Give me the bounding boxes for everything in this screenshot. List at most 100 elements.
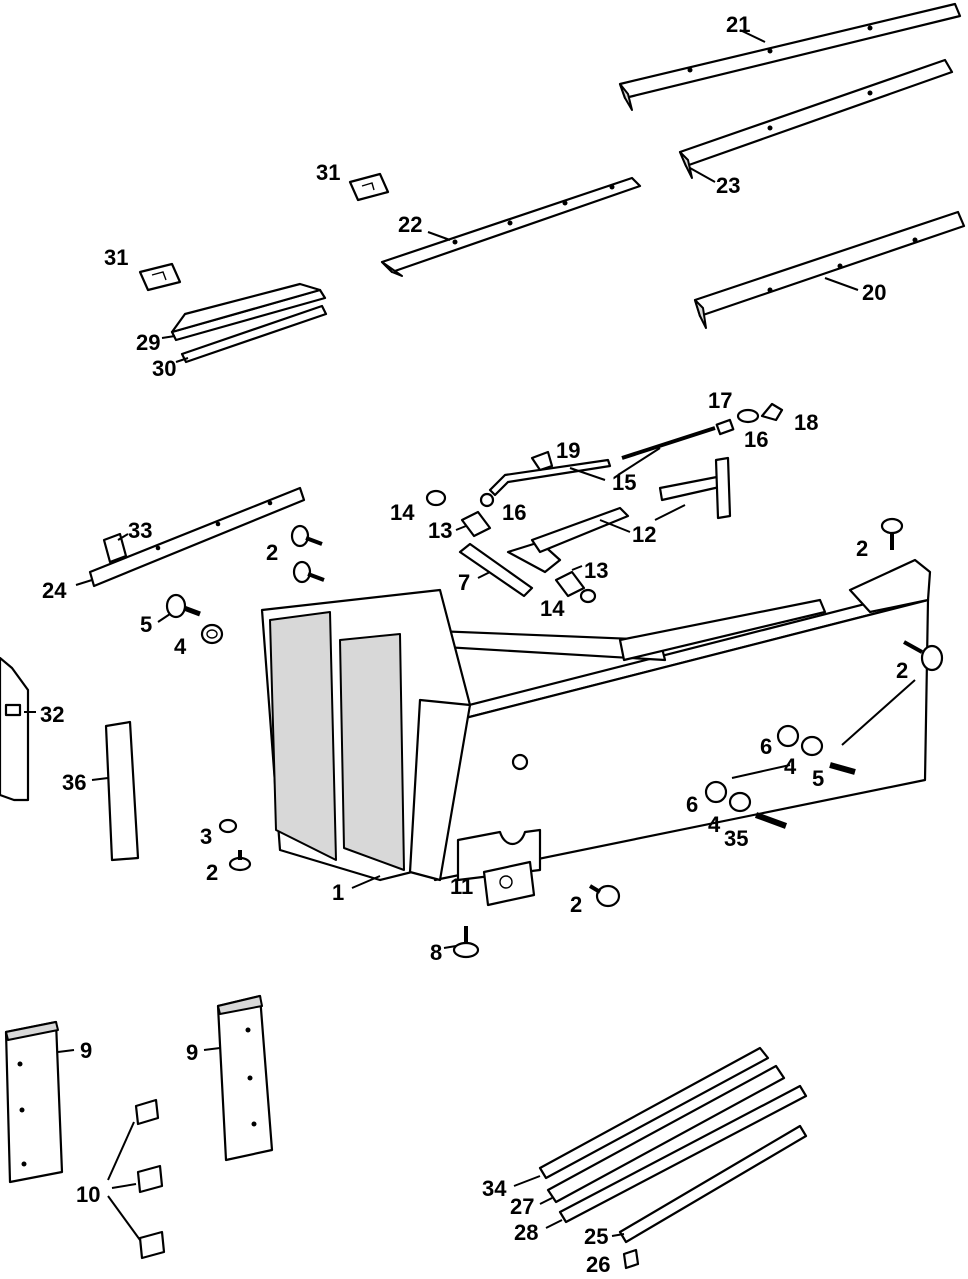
callout-2: 2 [570, 892, 582, 917]
callout-17: 17 [708, 388, 732, 413]
part-34-rail [513, 1046, 770, 1187]
callout-9: 9 [186, 1040, 198, 1065]
callout-35: 35 [724, 826, 748, 851]
part-21-rail [618, 2, 962, 111]
part-33-clip [102, 532, 129, 564]
part-26-clip [622, 1248, 640, 1270]
callout-16: 16 [744, 427, 768, 452]
callout-4: 4 [784, 754, 797, 779]
part-7-pin [458, 542, 534, 598]
leader-4 [731, 764, 791, 779]
callout-36: 36 [62, 770, 86, 795]
part-29-bracket [161, 282, 327, 342]
part-4-washer [200, 623, 224, 645]
part-2-screw-left [228, 850, 252, 872]
part-28-rail [545, 1084, 808, 1229]
callout-18: 18 [794, 410, 818, 435]
callout-10: 10 [76, 1182, 100, 1207]
callout-24: 24 [42, 578, 67, 603]
callout-2: 2 [266, 540, 278, 565]
part-15-rod [488, 426, 716, 497]
part-23-rail [678, 58, 954, 183]
part-13-bushing-upper [455, 510, 492, 538]
part-5-bolt [157, 593, 201, 623]
callout-32: 32 [40, 702, 64, 727]
callout-19: 19 [556, 438, 580, 463]
callout-11: 11 [450, 874, 473, 899]
part-2-bolt-a [290, 524, 323, 548]
callout-34: 34 [482, 1176, 507, 1201]
part-19-clip [530, 450, 554, 472]
callout-23: 23 [716, 173, 740, 198]
part-36-plate [91, 720, 140, 862]
callout-16: 16 [502, 500, 526, 525]
callout-27: 27 [510, 1194, 534, 1219]
part-18-clip [760, 402, 784, 422]
part-8-foot [443, 926, 480, 959]
callout-26: 26 [586, 1252, 610, 1277]
callout-29: 29 [136, 330, 160, 355]
callout-15: 15 [612, 470, 636, 495]
callout-2: 2 [896, 658, 908, 683]
part-9-panel-right [203, 994, 274, 1162]
leader-2-to-frame [841, 679, 916, 746]
part-10-clips [107, 1098, 166, 1260]
part-32-bracket [0, 656, 36, 802]
part-5-bolt-right [829, 762, 856, 775]
part-16-fitting-upper [715, 418, 735, 436]
callout-6: 6 [760, 734, 772, 759]
part-6-bushing-a [776, 724, 800, 748]
callout-31: 31 [104, 245, 128, 270]
callout-5: 5 [140, 612, 152, 637]
callout-8: 8 [430, 940, 442, 965]
part-2-bolt-b [292, 560, 325, 584]
callout-14: 14 [540, 596, 565, 621]
callout-30: 30 [152, 356, 176, 381]
callout-13: 13 [584, 558, 608, 583]
part-13-bushing-lower [554, 565, 586, 598]
callout-28: 28 [514, 1220, 538, 1245]
callout-14: 14 [390, 500, 415, 525]
callout-31: 31 [316, 160, 340, 185]
part-2-knob-top [880, 517, 904, 550]
part-20-rail [693, 210, 966, 329]
callout-3: 3 [200, 824, 212, 849]
part-31-clip-lower [138, 262, 182, 292]
callout-6: 6 [686, 792, 698, 817]
callout-1: 1 [332, 880, 344, 905]
callout-33: 33 [128, 518, 152, 543]
part-17-pin [736, 408, 760, 424]
part-14-washer-upper [425, 489, 447, 507]
part-9-panel-left [4, 1020, 75, 1184]
part-27-rail [539, 1064, 786, 1205]
callout-7: 7 [458, 570, 470, 595]
part-2-knob-right [903, 640, 944, 672]
callout-21: 21 [726, 12, 750, 37]
part-31-clip-upper [348, 172, 390, 202]
part-25-rail [611, 1124, 808, 1244]
part-16-fitting-lower [479, 492, 495, 508]
part-24-rail [75, 486, 306, 588]
callout-4: 4 [708, 812, 721, 837]
part-22-rail [380, 176, 642, 277]
part-35-bolt [754, 812, 788, 829]
part-4-washer-b [728, 791, 752, 813]
callout-25: 25 [584, 1224, 608, 1249]
callout-5: 5 [812, 766, 824, 791]
callout-12: 12 [632, 522, 656, 547]
part-14-washer-lower [579, 588, 597, 604]
part-3-nut [218, 818, 238, 834]
part-6-bushing-b [704, 780, 728, 804]
part-12-shaft [506, 456, 732, 574]
callout-labels: 21 23 31 22 20 31 29 30 17 18 16 19 15 1… [40, 12, 908, 1277]
callout-2: 2 [856, 536, 868, 561]
callout-20: 20 [862, 280, 886, 305]
part-30-bracket [175, 304, 328, 364]
callout-2: 2 [206, 860, 218, 885]
part-2-knob-bottom [588, 884, 621, 908]
part-1-frame [260, 558, 932, 889]
callout-22: 22 [398, 212, 422, 237]
callout-9: 9 [80, 1038, 92, 1063]
callout-4: 4 [174, 634, 187, 659]
